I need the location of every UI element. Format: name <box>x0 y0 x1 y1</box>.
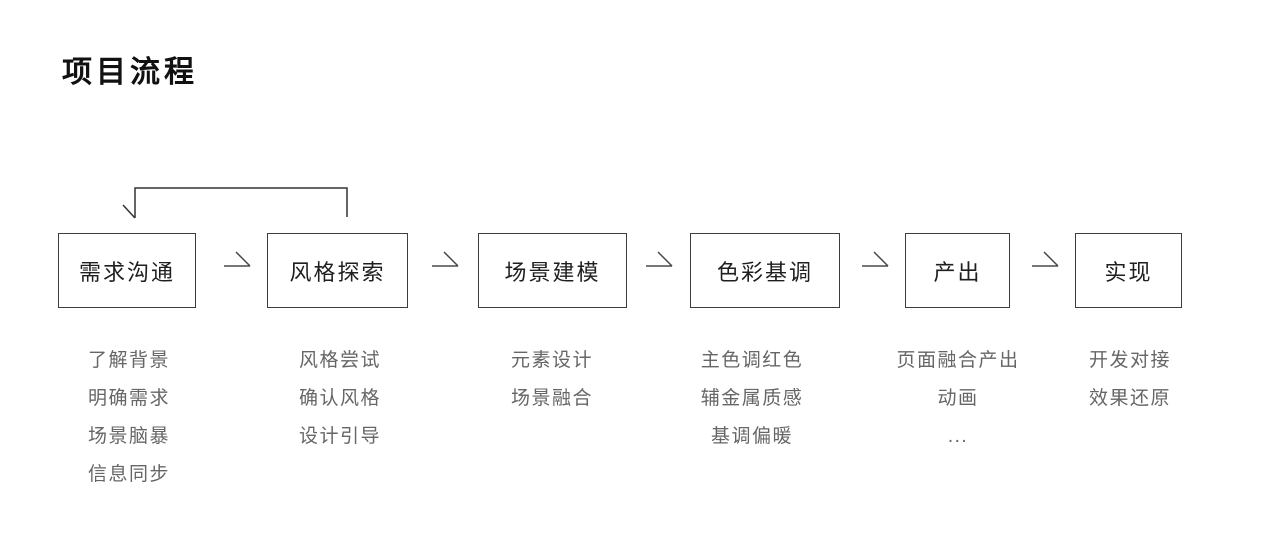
flow-node-label: 产出 <box>933 259 982 285</box>
flow-node-implementation: 实现 <box>1075 233 1182 308</box>
flow-node-scene-modeling: 场景建模 <box>478 233 627 308</box>
flow-node-label: 场景建模 <box>504 259 601 285</box>
stage-note: 基调偏暖 <box>710 426 793 447</box>
stage-note: 信息同步 <box>87 464 170 485</box>
flow-node-color-tone: 色彩基调 <box>690 233 840 308</box>
stage-note: 了解背景 <box>87 350 170 371</box>
flow-node-label: 实现 <box>1104 259 1153 285</box>
stage-notes-implementation: 开发对接 效果还原 <box>1030 342 1230 418</box>
arrow-right-icon <box>862 251 889 267</box>
stage-note: 页面融合产出 <box>896 350 1020 371</box>
stage-note: 风格尝试 <box>298 350 381 371</box>
flow-node-requirements: 需求沟通 <box>58 233 196 308</box>
stage-note: 确认风格 <box>298 388 381 409</box>
stage-notes-color-tone: 主色调红色 辅金属质感 基调偏暖 <box>652 342 852 456</box>
stage-note: ... <box>947 426 969 447</box>
stage-notes-requirements: 了解背景 明确需求 场景脑暴 信息同步 <box>29 342 229 494</box>
stage-notes-output: 页面融合产出 动画 ... <box>858 342 1058 456</box>
arrow-right-icon <box>432 251 459 267</box>
flow-node-style-exploration: 风格探索 <box>267 233 408 308</box>
stage-note: 场景脑暴 <box>87 426 170 447</box>
flow-node-label: 色彩基调 <box>716 259 813 285</box>
arrow-right-icon <box>1032 251 1059 267</box>
page-title: 项目流程 <box>62 56 198 89</box>
stage-note: 动画 <box>937 388 979 409</box>
stage-notes-scene-modeling: 元素设计 场景融合 <box>452 342 652 418</box>
flow-node-label: 需求沟通 <box>78 259 175 285</box>
stage-note: 设计引导 <box>298 426 381 447</box>
stage-note: 主色调红色 <box>700 350 804 371</box>
feedback-loop-arrow <box>122 187 348 219</box>
flow-node-label: 风格探索 <box>289 259 386 285</box>
stage-note: 效果还原 <box>1088 388 1171 409</box>
stage-notes-style-exploration: 风格尝试 确认风格 设计引导 <box>240 342 440 456</box>
stage-note: 明确需求 <box>87 388 170 409</box>
stage-note: 元素设计 <box>510 350 593 371</box>
arrow-right-icon <box>224 251 251 267</box>
stage-note: 开发对接 <box>1088 350 1171 371</box>
stage-note: 辅金属质感 <box>700 388 804 409</box>
stage-note: 场景融合 <box>510 388 593 409</box>
flow-node-output: 产出 <box>905 233 1010 308</box>
arrow-right-icon <box>646 251 673 267</box>
